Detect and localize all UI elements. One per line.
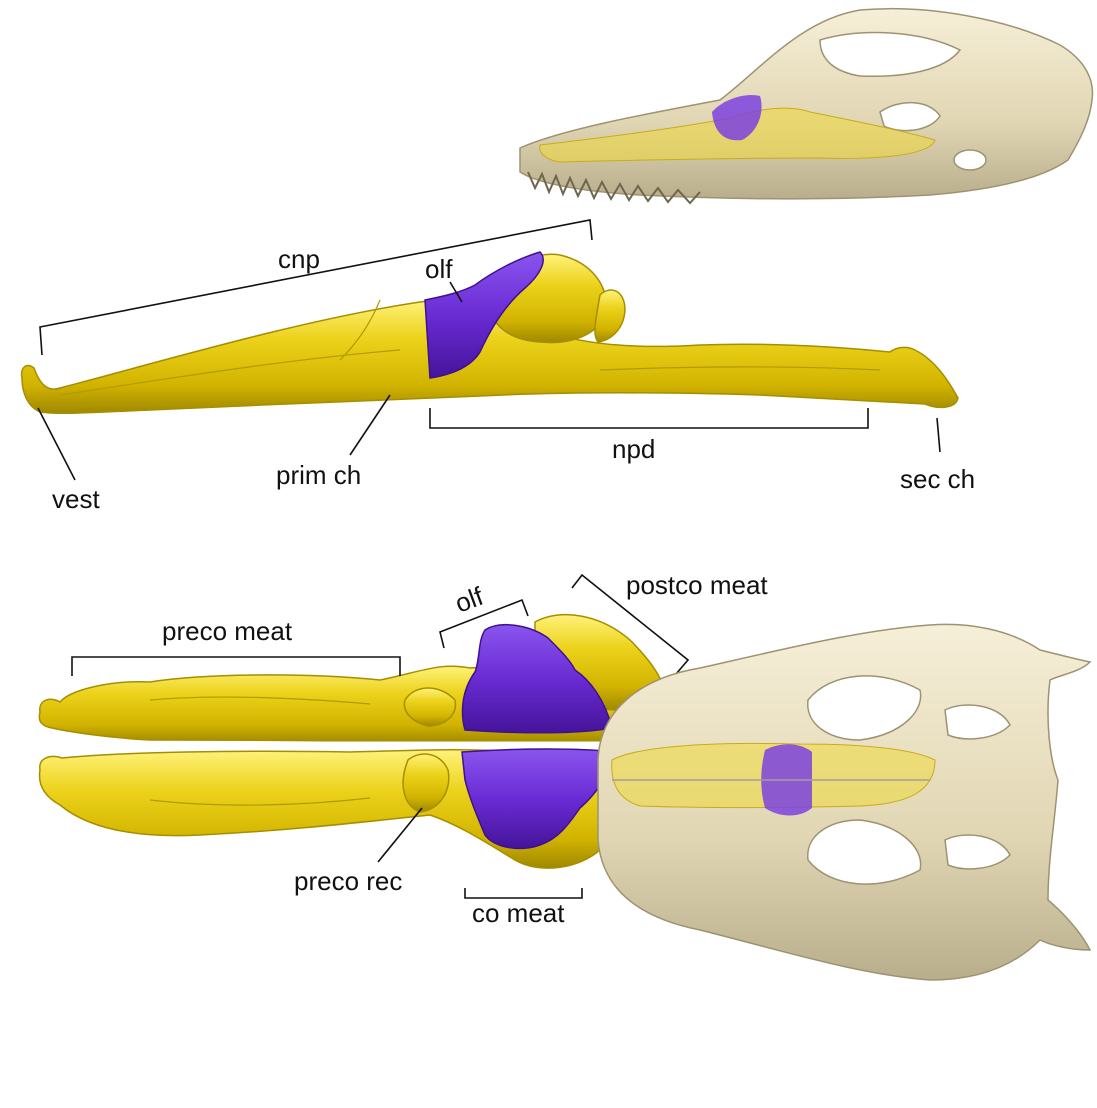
lateral-skull-body	[520, 9, 1093, 199]
postco-meat-label: postco meat	[626, 570, 768, 600]
lateral-airway	[22, 252, 958, 413]
prim-ch-label: prim ch	[276, 460, 361, 490]
olf-dorsal-label: olf	[451, 581, 488, 619]
vest-leader	[38, 408, 75, 480]
preco-meat-label: preco meat	[162, 616, 293, 646]
preco-meat-bracket	[72, 657, 400, 676]
npd-bracket	[430, 408, 868, 428]
preco-rec-label: preco rec	[294, 866, 402, 896]
vest-label: vest	[52, 484, 100, 514]
lateral-skull	[520, 9, 1093, 203]
olf-lateral-label: olf	[425, 254, 453, 284]
lateral-skull-opening	[954, 150, 986, 170]
npd-label: npd	[612, 434, 655, 464]
lateral-airway-loop	[595, 290, 625, 342]
co-meat-label: co meat	[472, 898, 565, 928]
cnp-label: cnp	[278, 244, 320, 274]
co-meat-bracket	[465, 888, 582, 898]
prim-ch-leader	[350, 395, 390, 455]
sec-ch-label: sec ch	[900, 464, 975, 494]
sec-ch-leader	[937, 418, 940, 452]
dorsal-skull	[598, 624, 1090, 980]
